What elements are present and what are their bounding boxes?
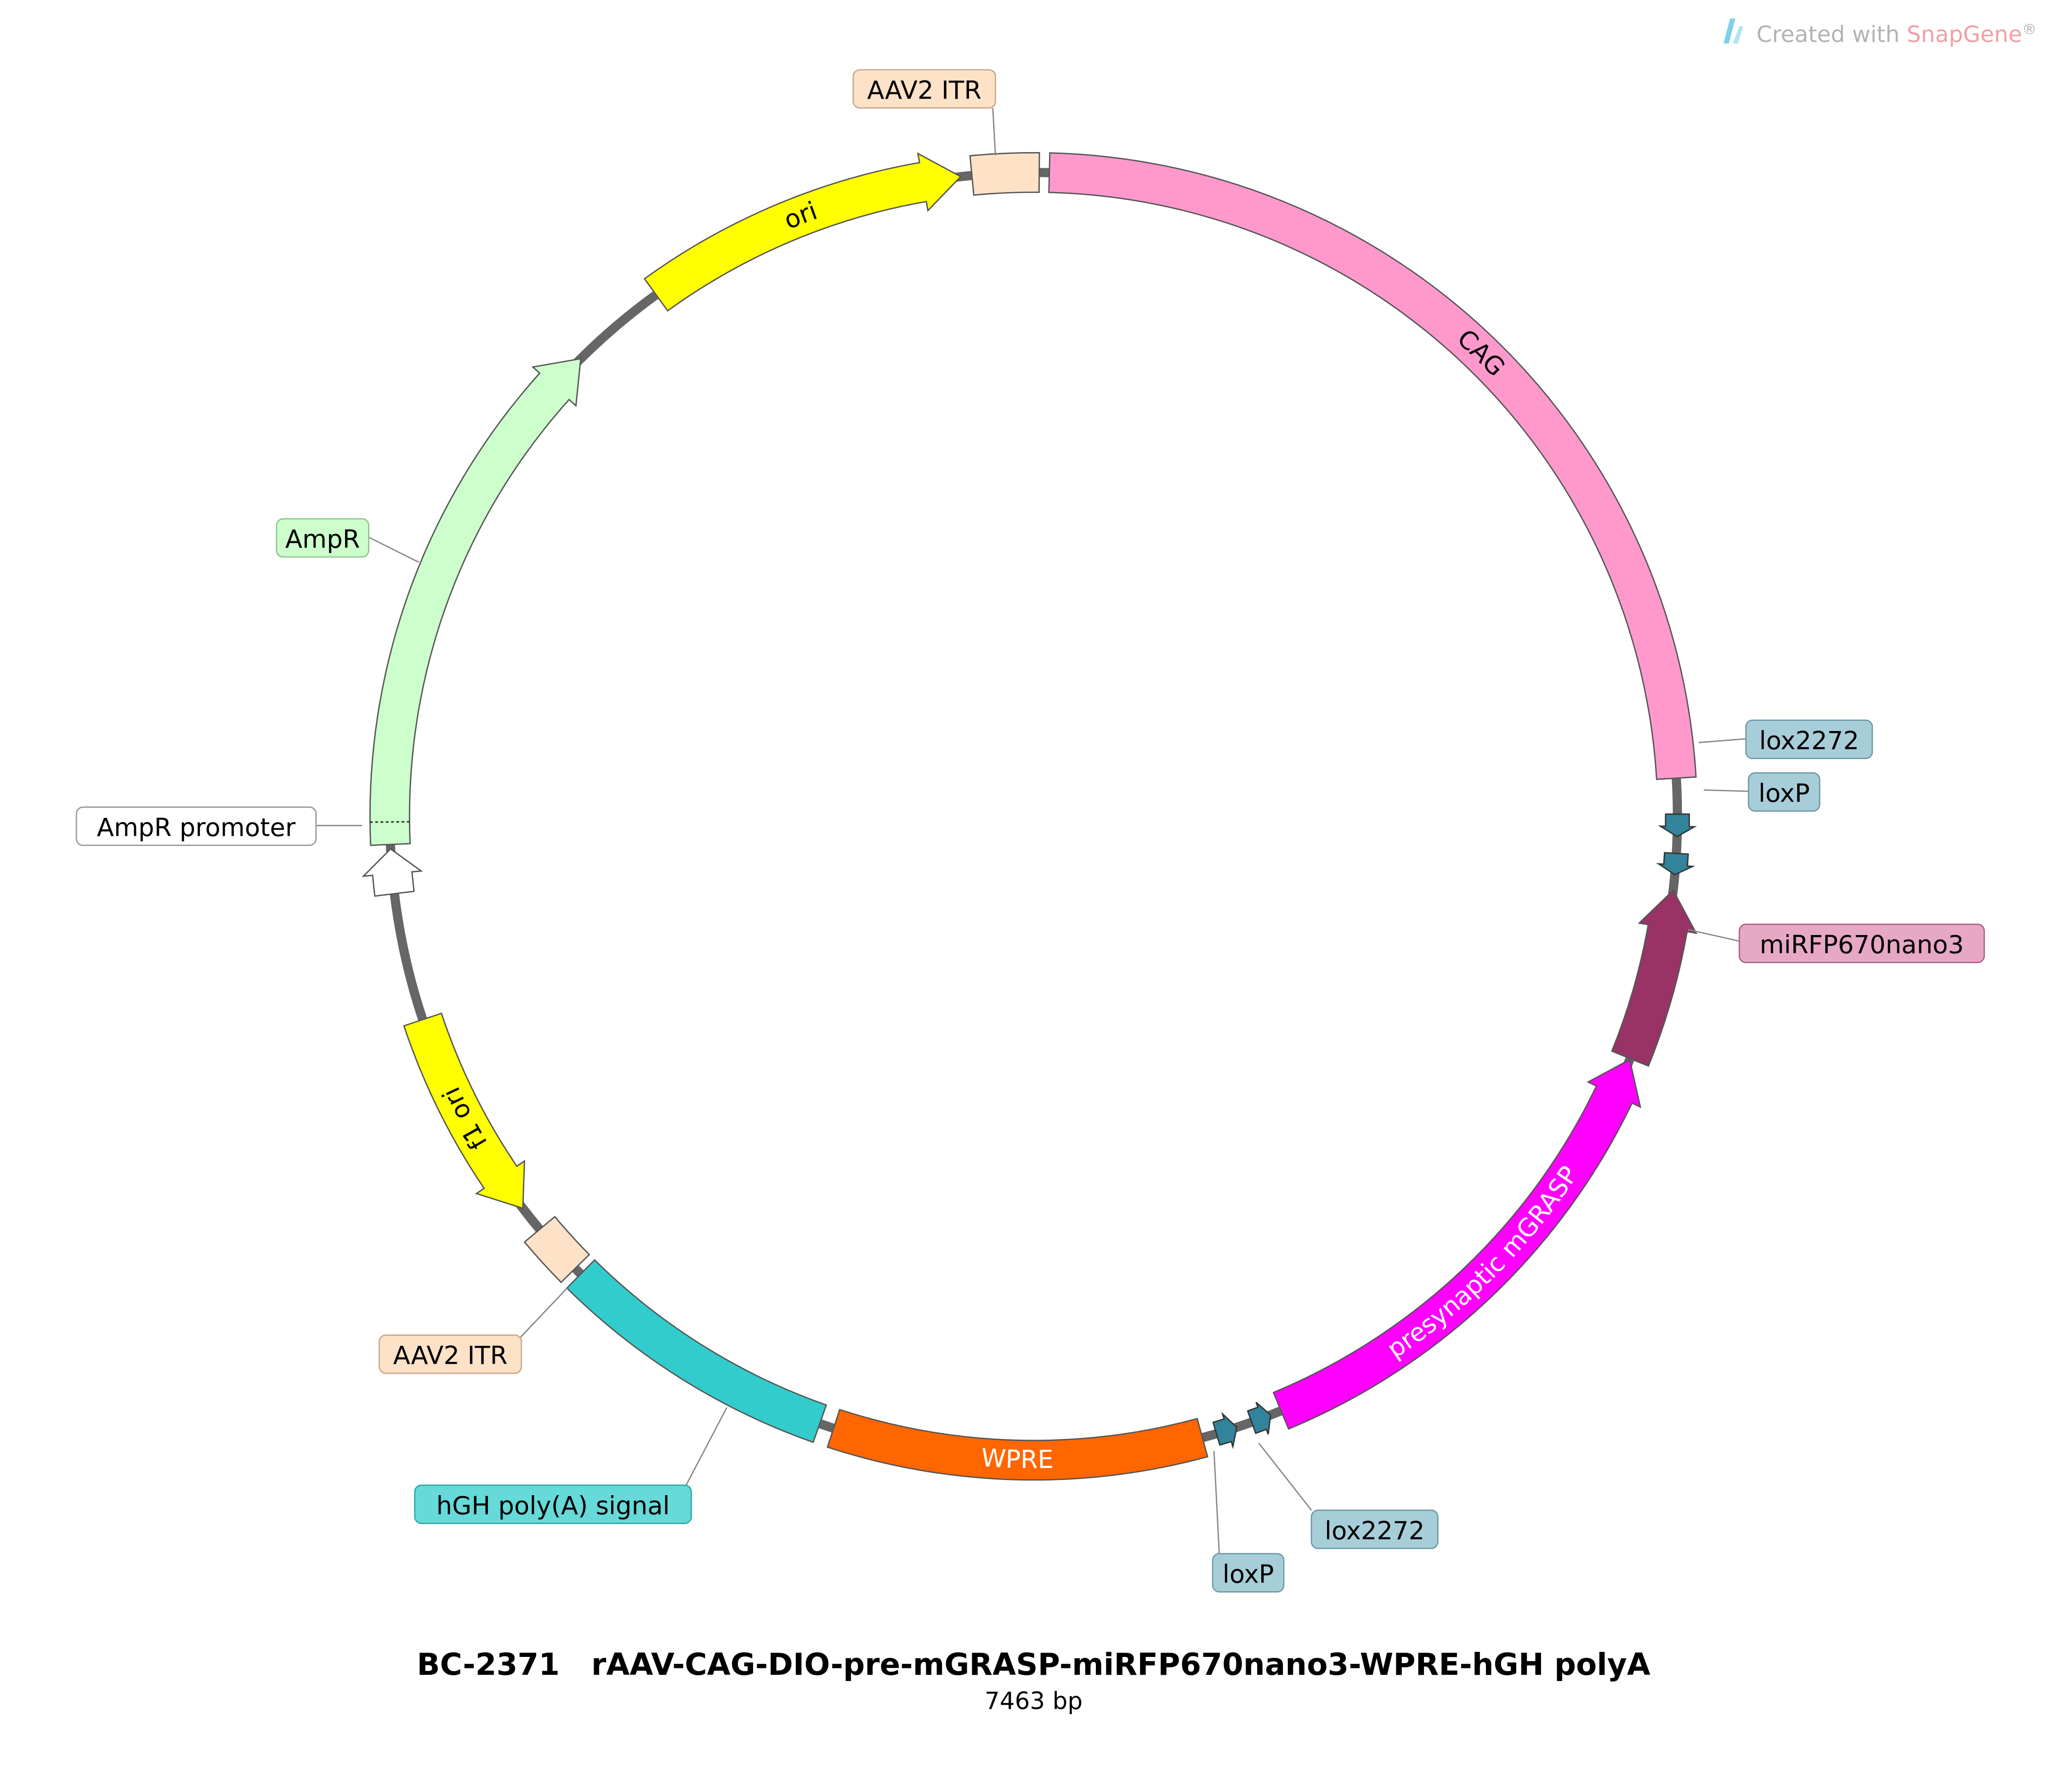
feature-loxp-bottom[interactable]: [1212, 1412, 1238, 1449]
plasmid-title: BC-2371 rAAV-CAG-DIO-pre-mGRASP-miRFP670…: [417, 1647, 1650, 1682]
callout-lox2272-bottom: lox2272: [1325, 1516, 1425, 1545]
leader-lox2272-bottom: [1258, 1442, 1312, 1511]
leader-ampr: [368, 536, 419, 563]
feature-cag[interactable]: [1048, 152, 1697, 780]
feature-ampr[interactable]: [369, 357, 582, 846]
callout-box-aav2-itr-top[interactable]: [852, 69, 996, 109]
callout-box-mirfp670nano3[interactable]: [1739, 924, 1985, 964]
callout-aav2-itr-bottom: AAV2 ITR: [393, 1341, 508, 1370]
feature-aav2-itr-top[interactable]: [969, 152, 1040, 196]
leader-mirfp670nano3: [1688, 929, 1741, 942]
callout-box-loxp-top[interactable]: [1748, 772, 1820, 812]
watermark-brand: SnapGene: [1907, 22, 2022, 48]
callout-loxp-bottom: loxP: [1223, 1559, 1274, 1588]
callout-hgh-polya: hGH poly(A) signal: [437, 1491, 670, 1520]
callout-ampr-promoter: AmpR promoter: [97, 813, 296, 842]
callout-box-ampr-promoter[interactable]: [75, 806, 317, 846]
snapgene-watermark: Created with SnapGene®: [1724, 18, 2036, 48]
watermark-registered: ®: [2022, 22, 2037, 38]
feature-f1-ori[interactable]: [403, 1012, 525, 1209]
feature-mirfp670nano3[interactable]: [1611, 889, 1698, 1067]
callout-box-lox2272-bottom[interactable]: [1310, 1509, 1439, 1549]
callout-box-aav2-itr-bottom[interactable]: [378, 1334, 522, 1374]
feature-lox2272-bottom[interactable]: [1247, 1401, 1271, 1435]
feature-lox2272-top[interactable]: [1658, 813, 1697, 838]
callout-mirfp670nano3: miRFP670nano3: [1760, 930, 1964, 959]
feature-loxp-top[interactable]: [1656, 852, 1695, 876]
label-presynaptic-mgrasp: presynaptic mGRASP: [1382, 1161, 1584, 1364]
callout-ampr: AmpR: [285, 524, 360, 554]
watermark-prefix: Created with: [1757, 22, 1907, 48]
callout-loxp-top: loxP: [1758, 778, 1810, 808]
plasmid-size: 7463 bp: [985, 1687, 1083, 1715]
callout-box-hgh-polya[interactable]: [414, 1484, 692, 1524]
feature-ampr-promoter[interactable]: [362, 848, 423, 897]
feature-track: [362, 152, 1698, 1481]
callout-labels: AAV2 ITR lox2272 loxP miRFP670nano3 lox2…: [75, 69, 1985, 1593]
callout-box-loxp-bottom[interactable]: [1212, 1553, 1285, 1593]
callout-box-lox2272-top[interactable]: [1745, 720, 1873, 759]
feature-aav2-itr-bottom[interactable]: [523, 1215, 590, 1283]
feature-presynaptic-mgrasp[interactable]: [1272, 1058, 1642, 1430]
callout-lox2272-top: lox2272: [1759, 726, 1860, 755]
leader-loxp-bottom: [1213, 1451, 1220, 1554]
feature-hgh-polya[interactable]: [566, 1259, 828, 1443]
label-wpre: WPRE: [980, 1443, 1054, 1474]
leader-aav2-itr-bottom: [518, 1287, 568, 1340]
feature-wpre[interactable]: [827, 1408, 1208, 1481]
leader-lox2272-top: [1698, 738, 1747, 743]
callout-aav2-itr-top: AAV2 ITR: [867, 75, 981, 105]
leader-loxp-top: [1704, 789, 1750, 792]
svg-text:Created with SnapGene®: Created with SnapGene®: [1757, 22, 2037, 48]
leader-aav2-itr-top: [992, 108, 996, 156]
snapgene-logo-icon: [1724, 18, 1744, 44]
callout-box-ampr[interactable]: [276, 518, 369, 558]
leader-hgh-polya: [684, 1407, 728, 1488]
feature-ori[interactable]: [643, 152, 962, 312]
